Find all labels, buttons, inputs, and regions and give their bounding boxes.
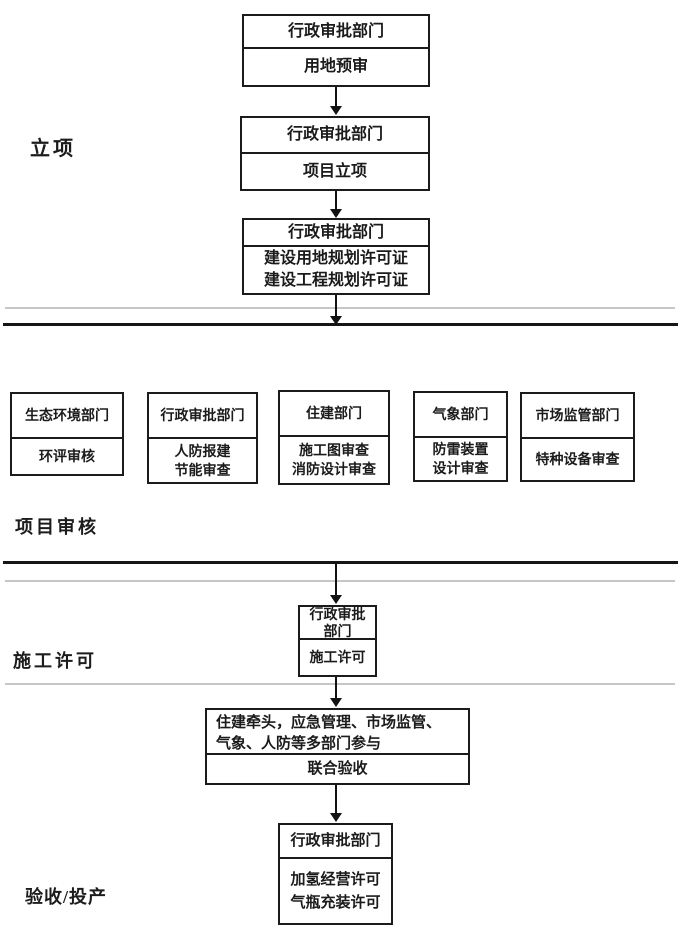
arrow-shaft [335, 87, 337, 108]
divider-thin-1 [5, 307, 675, 309]
box-header: 住建部门 [280, 392, 388, 437]
arrow-head [330, 595, 342, 604]
arrow-shaft [335, 191, 337, 211]
flow-box-project-approval: 行政审批部门 项目立项 [240, 116, 430, 191]
flow-box-joint-acceptance: 住建牵头，应急管理、市场监管、 气象、人防等多部门参与 联合验收 [205, 708, 470, 785]
box-header: 行政审批 部门 [300, 606, 375, 640]
box-header: 市场监管部门 [522, 394, 633, 439]
flow-box-housing-dept: 住建部门 施工图审查 消防设计审查 [278, 390, 390, 485]
box-header-text: 行政审批部门 [160, 407, 245, 424]
box-header-text: 气象部门 [432, 406, 489, 423]
box-body: 联合验收 [207, 755, 468, 783]
flow-box-eco-env: 生态环境部门 环评审核 [10, 392, 124, 476]
section-label-construction-permit: 施工许可 [13, 651, 97, 671]
arrow-head [330, 106, 342, 115]
flow-box-operation-permits: 行政审批部门 加氢经营许可 气瓶充装许可 [278, 823, 393, 925]
box-body: 用地预审 [244, 49, 428, 85]
box-body-text-line1: 施工图审查 [299, 442, 369, 459]
box-body: 人防报建 节能审查 [149, 439, 256, 482]
box-body-text-line2: 建设工程规划许可证 [263, 272, 408, 289]
arrow-head [330, 316, 342, 325]
arrow-down-icon [330, 677, 342, 707]
box-header: 住建牵头，应急管理、市场监管、 气象、人防等多部门参与 [207, 710, 468, 755]
box-body-text-line2: 设计审查 [432, 460, 489, 476]
box-body: 施工图审查 消防设计审查 [280, 437, 388, 483]
box-body-text-line2: 消防设计审查 [292, 461, 376, 477]
box-body-text: 环评审核 [39, 448, 95, 465]
box-header-text-line2: 气象、人防等多部门参与 [216, 734, 382, 752]
box-body: 防雷装置 设计审查 [415, 438, 506, 480]
flow-box-meteo-dept: 气象部门 防雷装置 设计审查 [413, 391, 508, 482]
flow-box-construction-permit: 行政审批 部门 施工许可 [298, 605, 377, 677]
box-header: 行政审批部门 [242, 118, 428, 154]
arrow-shaft [335, 563, 337, 597]
box-body-text: 联合验收 [307, 759, 368, 777]
box-body-text: 特种设备审查 [535, 451, 620, 468]
box-header-text: 生态环境部门 [25, 407, 109, 424]
flow-box-admin-review: 行政审批部门 人防报建 节能审查 [147, 392, 258, 484]
box-body: 特种设备审查 [522, 439, 633, 480]
flow-box-land-preexam: 行政审批部门 用地预审 [242, 14, 430, 87]
box-body-text: 用地预审 [303, 58, 368, 76]
section-label-project-review: 项目审核 [15, 517, 99, 537]
arrow-head [330, 209, 342, 218]
box-body: 建设用地规划许可证 建设工程规划许可证 [244, 247, 428, 293]
box-header-text: 市场监管部门 [535, 407, 620, 424]
arrow-down-icon [330, 563, 342, 604]
box-header: 生态环境部门 [12, 394, 122, 439]
box-header: 行政审批部门 [244, 220, 428, 247]
divider-thick-2 [3, 561, 678, 564]
box-body: 加氢经营许可 气瓶充装许可 [280, 859, 391, 923]
arrow-shaft [335, 785, 337, 815]
box-header-text: 行政审批部门 [286, 126, 383, 144]
arrow-head [330, 698, 342, 707]
arrow-down-icon [330, 191, 342, 218]
box-header: 行政审批部门 [149, 394, 256, 439]
box-header: 行政审批部门 [244, 16, 428, 49]
box-body: 环评审核 [12, 439, 122, 474]
box-header-text-line1: 行政审批 [309, 606, 366, 623]
box-header-text: 行政审批部门 [287, 22, 384, 40]
flow-box-market-dept: 市场监管部门 特种设备审查 [520, 392, 635, 482]
box-header: 气象部门 [415, 393, 506, 438]
box-body-text-line2: 节能审查 [174, 461, 231, 478]
box-body: 项目立项 [242, 154, 428, 189]
box-header-text: 行政审批部门 [290, 832, 381, 849]
section-label-acceptance-production: 验收/投产 [25, 887, 108, 907]
divider-thin-2 [5, 580, 675, 582]
arrow-shaft [335, 677, 337, 700]
arrow-down-icon [330, 295, 342, 325]
section-label-project-initiation: 立项 [30, 138, 76, 160]
box-body-text-line2: 气瓶充装许可 [290, 894, 381, 911]
arrow-down-icon [330, 87, 342, 115]
arrow-head [330, 813, 342, 822]
divider-thin-3 [5, 683, 675, 685]
arrow-shaft [335, 295, 337, 318]
box-body: 施工许可 [300, 640, 375, 675]
box-header: 行政审批部门 [280, 825, 391, 859]
box-header-text-line2: 部门 [323, 622, 352, 639]
flow-box-planning-permits: 行政审批部门 建设用地规划许可证 建设工程规划许可证 [242, 218, 430, 295]
box-body-text: 施工许可 [309, 649, 366, 666]
box-body-text-line1: 人防报建 [174, 442, 231, 459]
box-header-text: 住建部门 [306, 405, 362, 422]
box-body-text-line1: 防雷装置 [432, 441, 489, 458]
box-body-text-line1: 加氢经营许可 [290, 870, 381, 888]
box-header-text: 行政审批部门 [287, 223, 384, 241]
box-header-text-line1: 住建牵头，应急管理、市场监管、 [216, 713, 442, 731]
box-body-text-line1: 建设用地规划许可证 [263, 250, 408, 268]
arrow-down-icon [330, 785, 342, 822]
box-body-text: 项目立项 [302, 162, 367, 180]
